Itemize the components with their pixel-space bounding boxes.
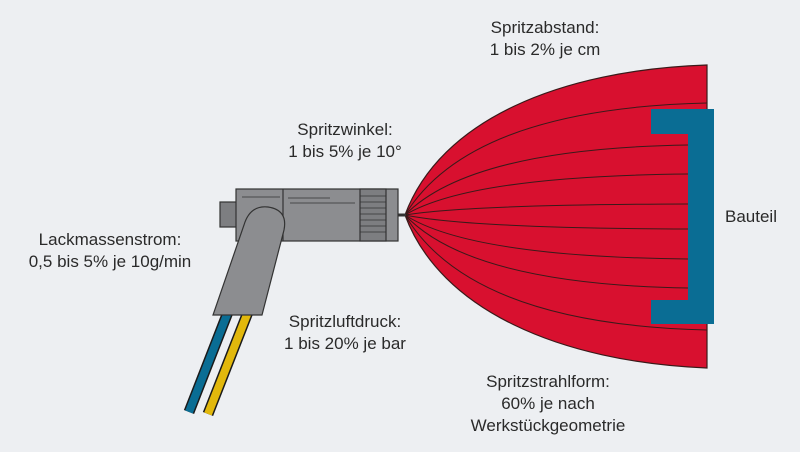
spray-distance-value: 1 bis 2% je cm (489, 40, 601, 59)
label-spray-shape: Spritzstrahlform: 60% je nach Werkstückg… (471, 371, 626, 437)
paint-flow-title: Lackmassenstrom: (38, 230, 182, 249)
fan-line (404, 144, 689, 216)
fan-line (404, 214, 708, 331)
spray-shape-value: 60% je nach (501, 394, 595, 413)
label-spray-angle: Spritzwinkel: 1 bis 5% je 10° (288, 119, 402, 163)
spray-fan-lines (404, 102, 708, 331)
spray-distance-title: Spritzabstand: (490, 18, 600, 37)
fan-line (404, 203, 689, 216)
spray-angle-value: 1 bis 5% je 10° (288, 142, 402, 161)
paint-flow-value: 0,5 bis 5% je 10g/min (28, 252, 192, 271)
fan-line (404, 173, 689, 216)
air-pressure-value: 1 bis 20% je bar (284, 334, 406, 353)
spray-gun (212, 188, 406, 316)
spray-angle-title: Spritzwinkel: (297, 120, 393, 139)
label-paint-flow: Lackmassenstrom: 0,5 bis 5% je 10g/min (29, 229, 192, 273)
spray-shape-value2: Werkstückgeometrie (470, 416, 626, 435)
fan-line (404, 102, 708, 216)
label-spray-distance: Spritzabstand: 1 bis 2% je cm (490, 17, 601, 61)
fan-line (404, 214, 689, 289)
air-pressure-title: Spritzluftdruck: (288, 312, 402, 331)
label-air-pressure: Spritzluftdruck: 1 bis 20% je bar (284, 311, 406, 355)
label-part: Bauteil (725, 207, 777, 226)
fan-line (404, 214, 689, 230)
fan-line (404, 214, 689, 260)
part-bauteil (651, 109, 714, 324)
spray-shape-title: Spritzstrahlform: (486, 372, 610, 391)
